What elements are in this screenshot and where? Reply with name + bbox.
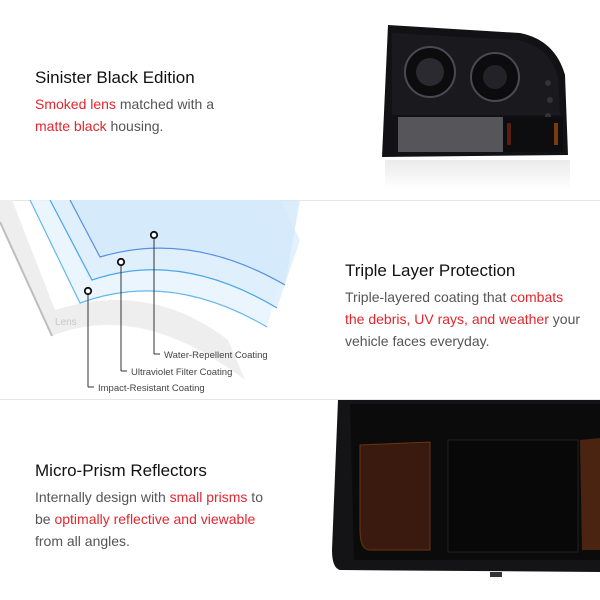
body-text: Triple-layered coating that xyxy=(345,289,511,305)
coating-diagram: Lens Water-Repellent Coating Ultraviolet… xyxy=(0,200,300,394)
body-line: matte black housing. xyxy=(35,115,214,137)
body-line: vehicle faces everyday. xyxy=(345,330,580,352)
layer-label-uv-filter: Ultraviolet Filter Coating xyxy=(131,367,232,378)
headlight-image xyxy=(382,25,570,190)
highlight-text: the debris, UV rays, and weather xyxy=(345,311,549,327)
highlight-text: combats xyxy=(510,289,564,305)
body-text: from all angles. xyxy=(35,533,130,549)
body-line: Triple-layered coating that combats xyxy=(345,286,580,308)
section-triple-layer: Lens Water-Repellent Coating Ultraviolet… xyxy=(0,200,600,400)
layer-label-impact-resistant: Impact-Resistant Coating xyxy=(98,383,205,394)
section-sinister-black: Sinister Black Edition Smoked lens match… xyxy=(0,0,600,200)
body-text: to xyxy=(247,489,263,505)
body-line: Smoked lens matched with a xyxy=(35,93,214,115)
highlight-text: optimally reflective and viewable xyxy=(54,511,256,527)
section-title: Micro-Prism Reflectors xyxy=(35,461,207,480)
divider xyxy=(0,399,600,400)
section-title: Triple Layer Protection xyxy=(345,261,516,280)
water-repellent-marker xyxy=(149,230,159,240)
divider xyxy=(0,200,600,201)
lens-label: Lens xyxy=(55,317,77,328)
highlight-text: Smoked lens xyxy=(35,96,116,112)
body-line: from all angles. xyxy=(35,530,263,552)
body-line: be optimally reflective and viewable xyxy=(35,508,263,530)
highlight-text: matte black xyxy=(35,118,107,134)
reflector-closeup-image xyxy=(332,400,600,577)
body-text: your xyxy=(548,311,581,327)
body-text: vehicle faces everyday. xyxy=(345,333,490,349)
section-micro-prism: Micro-Prism Reflectors Internally design… xyxy=(0,400,600,600)
body-text: be xyxy=(35,511,55,527)
body-text: matched with a xyxy=(115,96,214,112)
impact-resistant-marker xyxy=(83,286,93,296)
layer-label-water-repellent: Water-Repellent Coating xyxy=(164,350,268,361)
body-text: Internally design with xyxy=(35,489,170,505)
body-line: the debris, UV rays, and weather your xyxy=(345,308,580,330)
highlight-text: small prisms xyxy=(169,489,248,505)
uv-filter-marker xyxy=(116,257,126,267)
body-line: Internally design with small prisms to xyxy=(35,486,263,508)
section-title: Sinister Black Edition xyxy=(35,68,195,87)
body-text: housing. xyxy=(106,118,164,134)
